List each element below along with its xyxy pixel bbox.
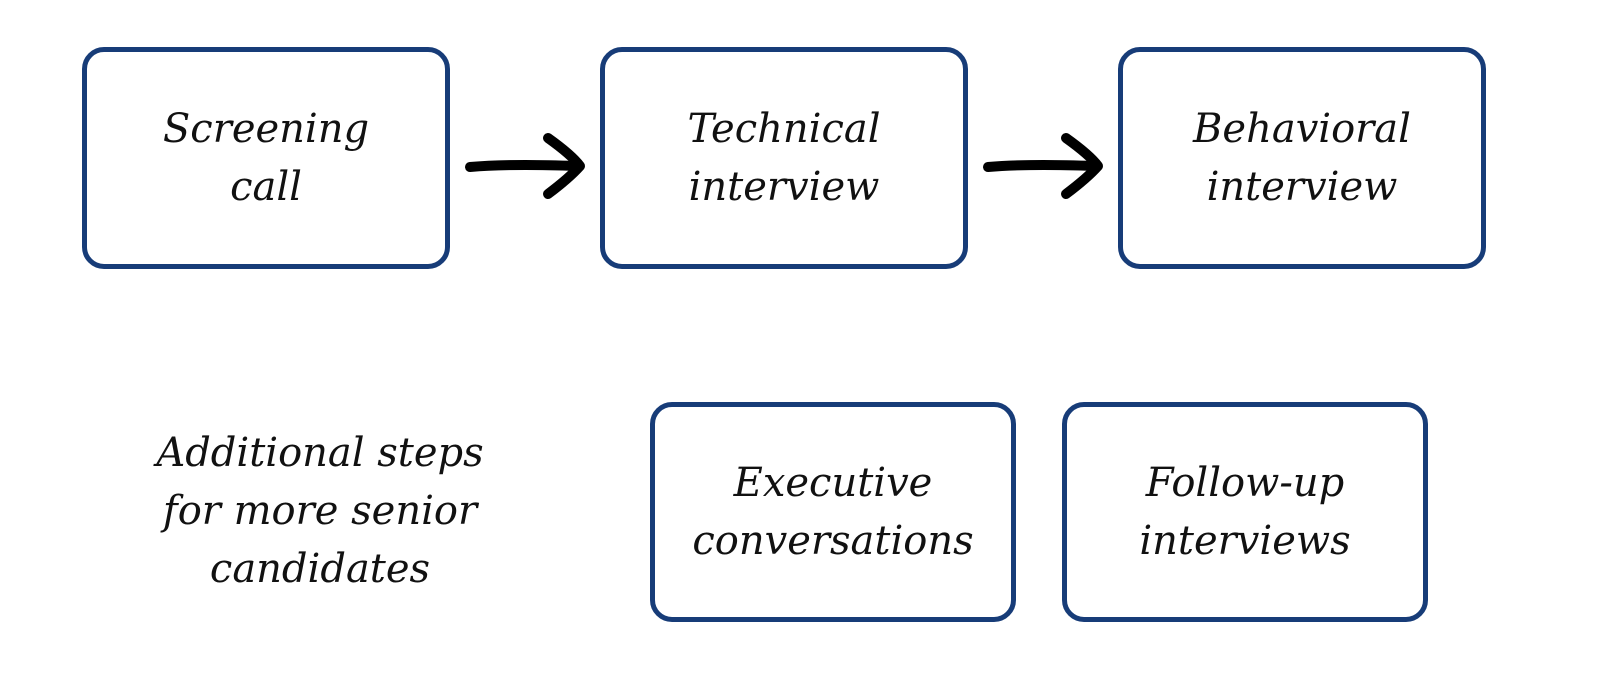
step-label-screening-call: Screening call	[162, 106, 370, 210]
step-box-behavioral-interview: Behavioral interview	[1118, 47, 1486, 269]
step-label-technical-interview: Technical interview	[687, 106, 881, 210]
step-label-follow-up-interviews: Follow-up interviews	[1139, 460, 1351, 564]
step-label-behavioral-interview: Behavioral interview	[1193, 106, 1411, 210]
step-box-screening-call: Screening call	[82, 47, 450, 269]
step-box-executive-conversations: Executive conversations	[650, 402, 1016, 622]
step-box-follow-up-interviews: Follow-up interviews	[1062, 402, 1428, 622]
additional-steps-note: Additional steps for more senior candida…	[156, 430, 484, 592]
step-label-executive-conversations: Executive conversations	[692, 460, 974, 564]
flow-arrow-1	[465, 133, 585, 199]
flow-arrow-2	[983, 133, 1103, 199]
step-box-technical-interview: Technical interview	[600, 47, 968, 269]
